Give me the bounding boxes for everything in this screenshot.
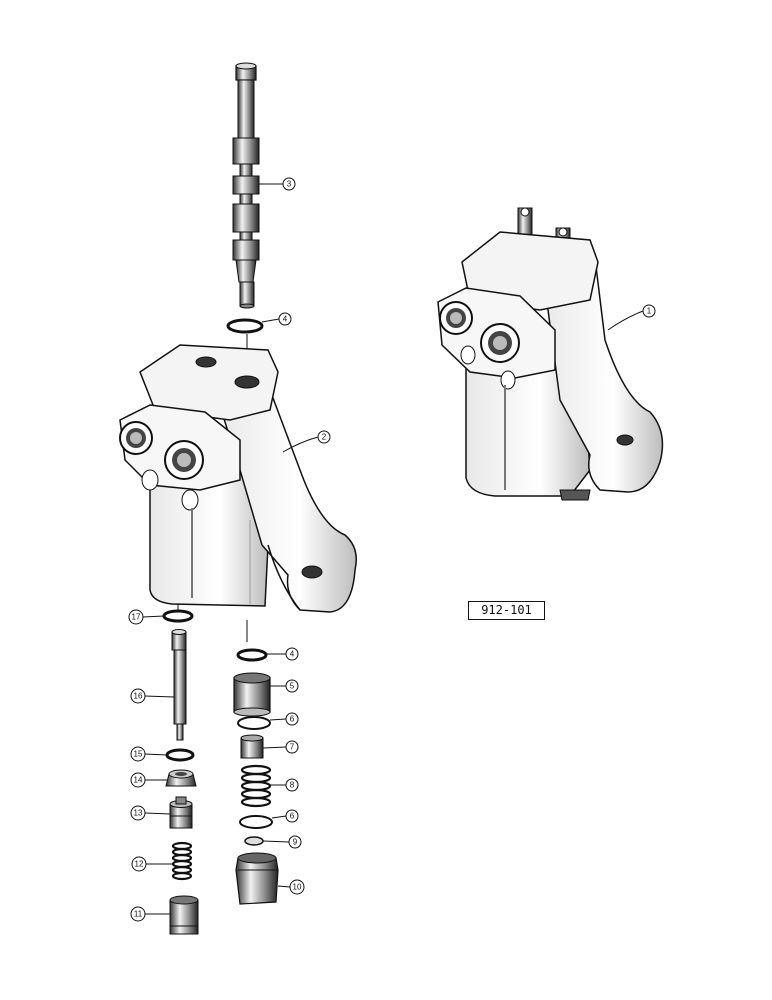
svg-text:3: 3: [287, 180, 292, 189]
callout-1: 1: [642, 304, 656, 318]
svg-text:13: 13: [134, 809, 143, 818]
spring-part-left: [171, 841, 193, 881]
washer-lower: [239, 815, 273, 829]
svg-text:9: 9: [293, 838, 298, 847]
callout-2: 2: [317, 430, 331, 444]
o-ring-upper: [226, 318, 264, 334]
seat-part: [165, 769, 197, 787]
callout-11: 11: [130, 906, 146, 922]
svg-text:10: 10: [293, 883, 302, 892]
cap-part: [233, 672, 271, 717]
svg-text:4: 4: [290, 650, 295, 659]
svg-text:5: 5: [290, 682, 295, 691]
svg-text:4: 4: [283, 315, 288, 324]
callout-4-lower: 4: [285, 647, 299, 661]
callout-15: 15: [130, 746, 146, 762]
plunger-part: [171, 629, 187, 741]
callout-6-upper: 6: [285, 712, 299, 726]
plug-part-left: [169, 895, 199, 935]
svg-text:11: 11: [134, 910, 143, 919]
o-ring-left-upper: [162, 609, 194, 623]
washer-upper: [237, 716, 271, 730]
assembled-valve-part: [437, 207, 664, 501]
callout-7: 7: [285, 740, 299, 754]
callout-6-lower: 6: [285, 809, 299, 823]
plug-part-right: [235, 852, 279, 905]
callout-5: 5: [285, 679, 299, 693]
svg-text:7: 7: [290, 743, 295, 752]
callout-14: 14: [130, 772, 146, 788]
callout-16: 16: [130, 688, 146, 704]
callout-17: 17: [128, 609, 144, 625]
svg-text:8: 8: [290, 781, 295, 790]
poppet-part: [169, 796, 193, 829]
callout-12: 12: [131, 856, 147, 872]
svg-text:15: 15: [134, 750, 143, 759]
callout-3: 3: [282, 177, 296, 191]
spring-part-right: [240, 764, 272, 808]
spacer-part: [240, 734, 264, 759]
svg-text:16: 16: [134, 692, 143, 701]
svg-text:6: 6: [290, 715, 295, 724]
svg-text:12: 12: [135, 860, 144, 869]
retainer-part: [244, 836, 264, 846]
callout-10: 10: [289, 879, 305, 895]
svg-text:6: 6: [290, 812, 295, 821]
svg-text:1: 1: [647, 307, 652, 316]
svg-text:17: 17: [132, 613, 141, 622]
callout-13: 13: [130, 805, 146, 821]
o-ring-lower: [236, 648, 268, 662]
o-ring-left-lower: [165, 748, 195, 762]
svg-text:2: 2: [322, 433, 327, 442]
spool-part: [232, 62, 260, 309]
svg-text:14: 14: [134, 776, 143, 785]
figure-reference-number: 912-101: [468, 601, 545, 620]
leader-lines: [142, 183, 644, 915]
valve-body-part: [119, 344, 357, 613]
callout-4-upper: 4: [278, 312, 292, 326]
callout-9: 9: [288, 835, 302, 849]
callout-8: 8: [285, 778, 299, 792]
